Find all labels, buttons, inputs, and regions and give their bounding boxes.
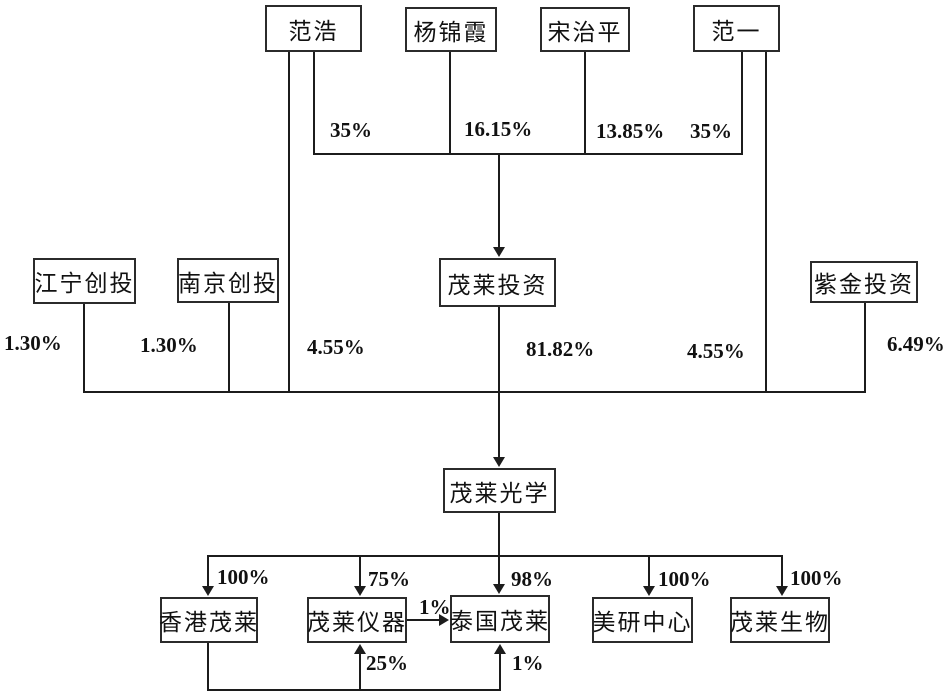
arrow-down-icon	[643, 586, 655, 596]
connector-line	[83, 304, 85, 393]
connector-line	[584, 52, 586, 155]
node-fan-hao: 范浩	[265, 5, 362, 52]
percent-label: 13.85%	[596, 119, 665, 143]
connector-line	[864, 303, 866, 393]
connector-line	[498, 513, 500, 557]
percent-label: 1%	[512, 651, 544, 675]
node-maolai-touzi: 茂莱投资	[439, 258, 556, 307]
node-jiangning-chuangtou: 江宁创投	[33, 258, 136, 304]
arrow-down-icon	[354, 586, 366, 596]
node-label: 茂莱投资	[447, 272, 548, 298]
connector-line	[765, 52, 767, 393]
node-label: 宋治平	[547, 19, 623, 45]
node-maolai-shengwu: 茂莱生物	[730, 597, 830, 643]
node-song-zhiping: 宋治平	[540, 7, 630, 52]
arrow-down-icon	[202, 586, 214, 596]
connector-line	[207, 555, 783, 557]
connector-line	[498, 555, 500, 585]
node-label: 杨锦霞	[413, 19, 489, 45]
arrow-right-icon	[439, 614, 449, 626]
percent-label: 81.82%	[526, 337, 595, 361]
percent-label: 1.30%	[4, 331, 62, 355]
percent-label: 16.15%	[464, 117, 533, 141]
arrow-up-icon	[354, 644, 366, 654]
connector-line	[499, 654, 501, 690]
connector-line	[407, 619, 440, 621]
percent-label: 25%	[366, 651, 408, 675]
connector-line	[288, 52, 290, 393]
node-label: 范一	[711, 18, 762, 44]
node-nanjing-chuangtou: 南京创投	[177, 258, 279, 303]
percent-label: 100%	[658, 567, 711, 591]
percent-label: 100%	[790, 566, 843, 590]
node-label: 美研中心	[592, 610, 693, 635]
connector-line	[498, 307, 500, 458]
arrow-up-icon	[494, 644, 506, 654]
arrow-down-icon	[493, 457, 505, 467]
percent-label: 6.49%	[887, 332, 944, 356]
node-label: 茂莱仪器	[307, 610, 407, 635]
node-label: 香港茂莱	[159, 610, 259, 635]
node-zijin-touzi: 紫金投资	[810, 261, 918, 303]
node-yang-jinxia: 杨锦霞	[405, 7, 497, 52]
connector-line	[207, 689, 501, 691]
node-label: 泰国茂莱	[450, 609, 550, 634]
percent-label: 100%	[217, 565, 270, 589]
percent-label: 1.30%	[140, 333, 198, 357]
node-label: 茂莱生物	[730, 610, 830, 635]
arrow-down-icon	[493, 247, 505, 257]
percent-label: 98%	[511, 567, 553, 591]
connector-line	[313, 52, 315, 155]
node-label: 江宁创投	[34, 271, 135, 296]
connector-line	[207, 643, 209, 691]
node-label: 茂莱光学	[449, 480, 550, 506]
percent-label: 35%	[690, 119, 732, 143]
connector-line	[741, 52, 743, 155]
connector-line	[498, 153, 500, 248]
connector-line	[228, 303, 230, 393]
connector-line	[648, 555, 650, 587]
node-xianggang-maolai: 香港茂莱	[159, 597, 259, 643]
percent-label: 4.55%	[307, 335, 365, 359]
arrow-down-icon	[493, 584, 505, 594]
percent-label: 35%	[330, 118, 372, 142]
connector-line	[359, 555, 361, 587]
arrow-down-icon	[776, 586, 788, 596]
percent-label: 75%	[368, 567, 410, 591]
node-taiguo-maolai: 泰国茂莱	[450, 595, 550, 643]
connector-line	[207, 555, 209, 587]
connector-line	[83, 391, 866, 393]
node-maolai-guangxue: 茂莱光学	[443, 468, 556, 513]
node-label: 范浩	[288, 18, 339, 44]
connector-line	[359, 654, 361, 690]
percent-label: 4.55%	[687, 339, 745, 363]
connector-line	[449, 52, 451, 155]
percent-label: 1%	[419, 595, 451, 619]
node-fan-yi: 范一	[693, 5, 780, 52]
node-meiyan-zhongxin: 美研中心	[592, 597, 693, 643]
node-label: 南京创投	[178, 270, 278, 296]
node-label: 紫金投资	[814, 272, 914, 297]
node-maolai-yiqi: 茂莱仪器	[307, 597, 407, 643]
connector-line	[781, 555, 783, 587]
connector-line	[313, 153, 743, 155]
